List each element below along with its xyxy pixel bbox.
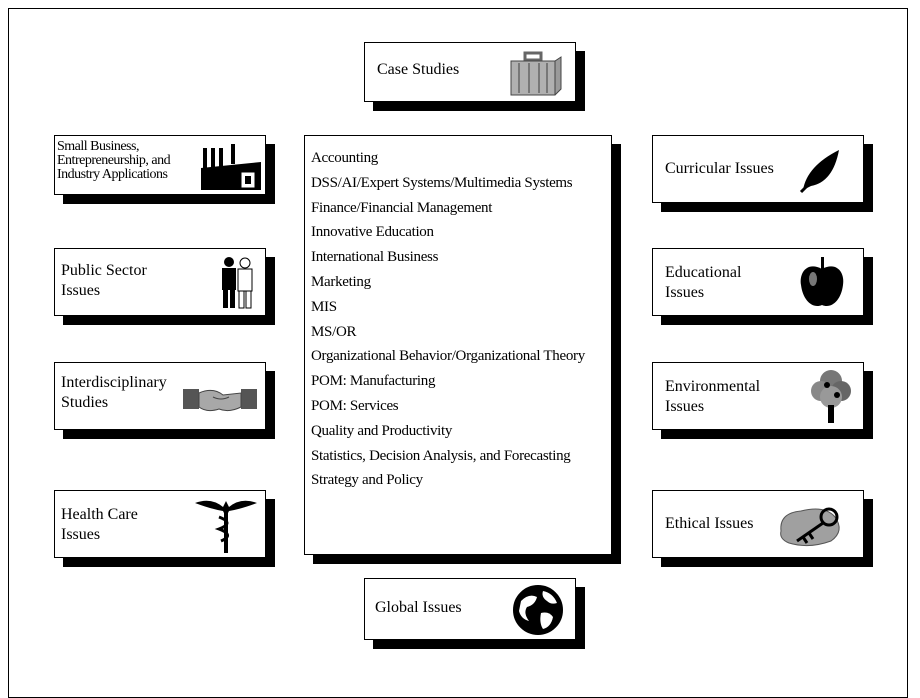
- educational-line-2: Issues: [665, 284, 705, 301]
- interdisciplinary-label: Interdisciplinary Studies: [61, 373, 167, 413]
- case-studies-label: Case Studies: [377, 61, 460, 78]
- topic-item: POM: Manufacturing: [311, 373, 436, 390]
- topic-item: Finance/Financial Management: [311, 199, 493, 216]
- factory-icon: [201, 142, 263, 192]
- topics-list: Accounting DSS/AI/Expert Systems/Multime…: [311, 146, 585, 493]
- curricular-box: Curricular Issues: [652, 135, 864, 203]
- interdisciplinary-box: Interdisciplinary Studies: [54, 362, 266, 430]
- topics-box: Accounting DSS/AI/Expert Systems/Multime…: [304, 135, 612, 555]
- public-sector-line-2: Issues: [61, 282, 101, 299]
- topic-item: International Business: [311, 249, 439, 266]
- topic-item: Accounting: [311, 150, 378, 166]
- key-icon: [775, 501, 851, 551]
- educational-label: Educational Issues: [665, 263, 741, 303]
- small-business-label: Small Business, Entrepreneurship, and In…: [57, 139, 171, 182]
- tree-icon: [809, 367, 853, 425]
- apple-icon: [797, 255, 847, 311]
- interdisciplinary-line-2: Studies: [61, 394, 109, 411]
- ethical-box: Ethical Issues: [652, 490, 864, 558]
- people-icon: [217, 255, 257, 311]
- topic-item: Strategy and Policy: [311, 472, 423, 489]
- environmental-box: Environmental Issues: [652, 362, 864, 430]
- public-sector-line-1: Public Sector: [61, 262, 147, 279]
- topic-item: DSS/AI/Expert Systems/Multimedia Systems: [311, 174, 573, 191]
- global-issues-box: Global Issues: [364, 578, 576, 640]
- leaf-icon: [799, 146, 843, 194]
- ethical-label: Ethical Issues: [665, 515, 753, 533]
- environmental-label: Environmental Issues: [665, 377, 760, 417]
- topic-item: Organizational Behavior/Organizational T…: [311, 348, 585, 365]
- topic-item: Innovative Education: [311, 224, 434, 241]
- small-business-line-3: Industry Applications: [57, 167, 168, 182]
- health-care-box: Health Care Issues: [54, 490, 266, 558]
- ethical-line-1: Ethical Issues: [665, 515, 754, 532]
- small-business-line-2: Entrepreneurship, and: [57, 153, 171, 168]
- case-studies-box: Case Studies: [364, 42, 576, 102]
- briefcase-icon: [505, 51, 565, 97]
- handshake-icon: [183, 383, 257, 417]
- topic-item: Marketing: [311, 273, 371, 290]
- topic-item: Quality and Productivity: [311, 422, 453, 439]
- topic-item: MIS: [311, 298, 337, 315]
- topic-item: POM: Services: [311, 397, 399, 414]
- public-sector-label: Public Sector Issues: [61, 261, 147, 301]
- environmental-line-1: Environmental: [665, 378, 761, 395]
- caduceus-icon: [195, 495, 257, 555]
- health-care-line-2: Issues: [61, 526, 101, 543]
- health-care-label: Health Care Issues: [61, 505, 138, 545]
- environmental-line-2: Issues: [665, 398, 705, 415]
- public-sector-box: Public Sector Issues: [54, 248, 266, 316]
- globe-icon: [511, 583, 565, 637]
- health-care-line-1: Health Care: [61, 506, 138, 523]
- small-business-box: Small Business, Entrepreneurship, and In…: [54, 135, 266, 195]
- curricular-line-1: Curricular Issues: [665, 160, 774, 177]
- interdisciplinary-line-1: Interdisciplinary: [61, 374, 167, 391]
- educational-line-1: Educational: [665, 264, 742, 281]
- topic-item: Statistics, Decision Analysis, and Forec…: [311, 447, 571, 464]
- small-business-line-1: Small Business,: [57, 139, 139, 154]
- topic-item: MS/OR: [311, 323, 357, 340]
- curricular-label: Curricular Issues: [665, 160, 774, 178]
- global-issues-label: Global Issues: [375, 599, 462, 616]
- educational-box: Educational Issues: [652, 248, 864, 316]
